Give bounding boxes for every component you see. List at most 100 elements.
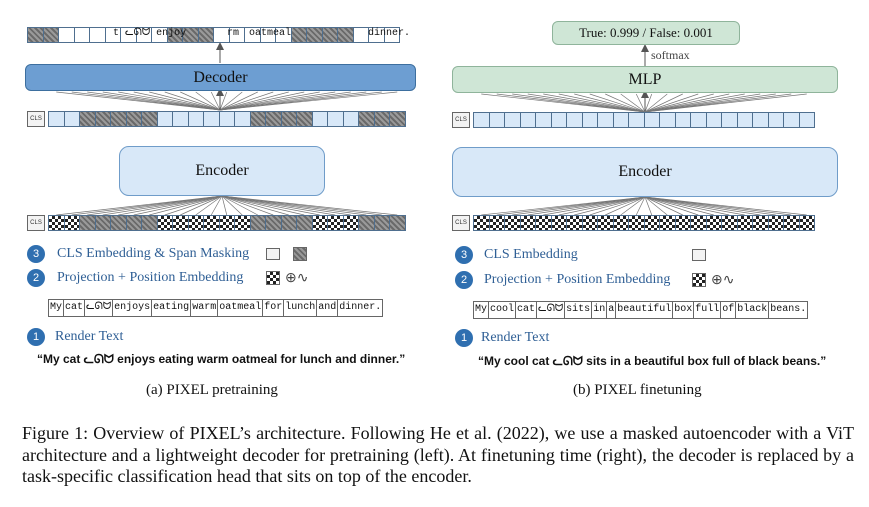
patch-cell [311,111,328,127]
recon-token: dinner. [368,28,411,39]
fan-line [496,93,646,113]
subcaption-left: (a) PIXEL pretraining [146,382,278,398]
step-2-badge-left: 2 [27,269,45,287]
fan-line [219,91,382,111]
fan-line [219,91,289,111]
fan-line [644,93,745,113]
patch-cell [280,111,297,127]
patch-cell [690,215,707,231]
fan-line [644,93,730,113]
patch-cell [327,215,344,231]
fan-line [221,195,398,216]
decoder-block: Decoder [25,64,416,91]
patch-cell [94,215,111,231]
rendered-token: My [48,299,65,317]
patch-cell [358,111,375,127]
fan-line [644,196,668,216]
rendered-token: cat [63,299,86,317]
fan-line [149,91,221,111]
fan-lines-right-bottom [481,196,807,216]
patch-projection-icon-right [692,273,706,287]
fan-line [644,93,653,113]
patch-projection-icon [266,271,280,285]
rendered-token: ᓚᘏᗢ [536,301,566,319]
fan-line [589,93,646,113]
fan-line [87,91,221,111]
patch-cell [141,215,158,231]
fan-line [644,196,807,216]
patch-cell [535,112,552,128]
patch-cell [172,111,189,127]
fan-line [210,91,221,111]
patch-cell [63,111,80,127]
patch-cell [125,111,142,127]
subcaption-right: (b) PIXEL finetuning [573,382,702,398]
patch-cell [389,111,406,127]
cls-token-right-bottom: CLS [452,215,470,231]
patch-cell [156,111,173,127]
patch-cell [705,215,722,231]
patch-cell [550,215,567,231]
rendered-token: eating [151,299,192,317]
patch-cell [612,215,629,231]
patch-cell [110,215,127,231]
rendered-token: box [672,301,695,319]
fan-line [481,93,646,113]
patch-cell [110,111,127,127]
output-probabilities: True: 0.999 / False: 0.001 [552,21,740,45]
step-3-label-left: CLS Embedding & Span Masking [57,246,250,261]
step-3-badge-right: 3 [455,246,473,264]
fan-line [219,91,274,111]
step-3-badge-left: 3 [27,245,45,263]
patch-cell [705,112,722,128]
input-sentence-right: “My cool cat ᓚᘏᗢ sits in a beautiful box… [478,354,827,368]
step-3-label-right: CLS Embedding [484,247,578,262]
patch-cell [389,215,406,231]
patch-cell [752,112,769,128]
patch-cell [156,215,173,231]
fan-line [180,195,223,216]
fan-line [221,195,320,216]
patch-cell [265,215,282,231]
step-1-label-right: Render Text [481,330,550,345]
cls-legend-icon-right [692,249,706,261]
input-sentence-left: “My cat ᓚᘏᗢ enjoys eating warm oatmeal f… [37,352,406,366]
patch-cell [628,215,645,231]
step-2-label-left: Projection + Position Embedding [57,270,244,285]
patch-cell [767,112,784,128]
patch-cell [280,215,297,231]
rendered-token: warm [190,299,219,317]
fan-lines-right-top [481,93,807,113]
patch-cell [89,27,106,43]
fan-line [56,91,221,111]
fan-line [527,93,646,113]
patch-cell [721,112,738,128]
encoder-output-patches [48,111,406,127]
patch-cell [798,215,815,231]
fan-line [118,91,221,111]
fan-lines-left-bottom [56,195,398,216]
fan-line [644,196,745,216]
patch-cell [79,111,96,127]
fan-line [219,91,320,111]
patch-cell [566,215,583,231]
fan-line [221,195,243,216]
patch-cell [249,215,266,231]
rendered-token: and [316,299,339,317]
patch-cell [197,27,214,43]
patch-cell [48,111,65,127]
patch-cell [342,215,359,231]
reconstructed-text-overlay: t ᓚᘏᗢ enjoy [112,26,186,44]
patch-cell [752,215,769,231]
figure-caption: Figure 1: Overview of PIXEL’s architectu… [22,423,854,486]
rendered-token: ᓚᘏᗢ [84,299,114,317]
fan-line [195,195,223,216]
patch-cell [73,27,90,43]
patch-cell [48,215,65,231]
fan-line [71,91,221,111]
patch-cell [141,111,158,127]
rendered-token: for [262,299,285,317]
cls-legend-icon [266,248,280,260]
